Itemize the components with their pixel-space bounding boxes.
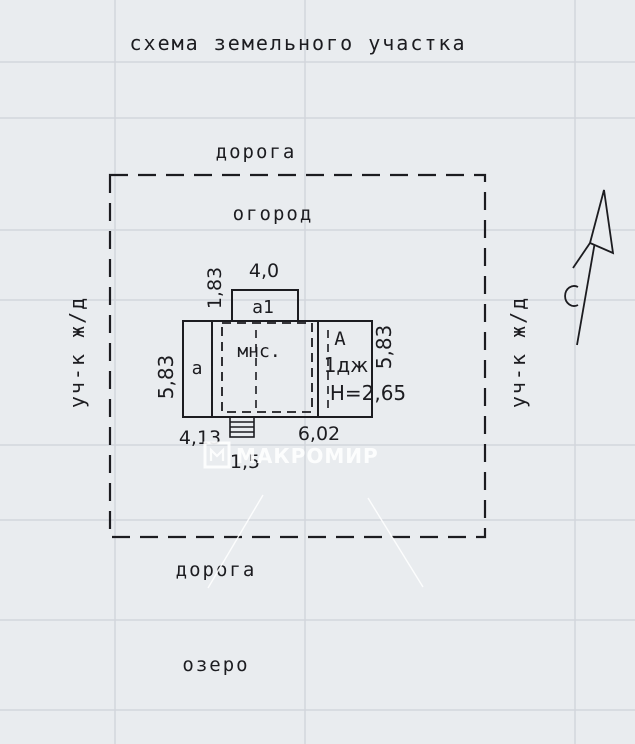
dim-left-depth: 5,83 <box>154 355 178 400</box>
veranda-label: а <box>192 358 203 379</box>
annex-label: а1 <box>252 297 274 318</box>
main-height-label: Н=2,65 <box>330 381 406 405</box>
dim-porch: 1,5 <box>230 451 260 473</box>
road-top-label: дорога <box>216 141 297 163</box>
left-neighbor-label: уч-к ж/д <box>65 296 89 408</box>
garden-label: огород <box>233 203 314 225</box>
scheme-title: схема земельного участка <box>130 31 467 55</box>
dim-bottom-right: 6,02 <box>298 423 340 445</box>
watermark-logo-icon <box>203 441 231 469</box>
dim-top-width: 4,0 <box>249 260 279 282</box>
attic-outline <box>221 322 313 413</box>
house-outline <box>182 320 373 418</box>
dim-bottom-left: 4,13 <box>179 427 221 449</box>
porch-steps <box>229 416 255 438</box>
watermark: МАКРОМИР <box>203 441 424 589</box>
dim-right-depth: 5,83 <box>372 325 396 370</box>
dim-annex-depth: 1,83 <box>204 267 226 309</box>
watermark-text: МАКРОМИР <box>236 444 379 468</box>
road-bottom-label: дорога <box>176 559 257 581</box>
attic-label: мнс. <box>237 341 280 362</box>
plot-boundary <box>108 173 487 539</box>
north-arrow-icon <box>564 189 615 346</box>
main-material-label: 1дж <box>324 353 369 377</box>
right-neighbor-label: уч-к ж/д <box>506 296 530 408</box>
main-part-label: А <box>334 328 346 350</box>
lake-label: озеро <box>182 654 249 676</box>
building <box>182 289 373 438</box>
